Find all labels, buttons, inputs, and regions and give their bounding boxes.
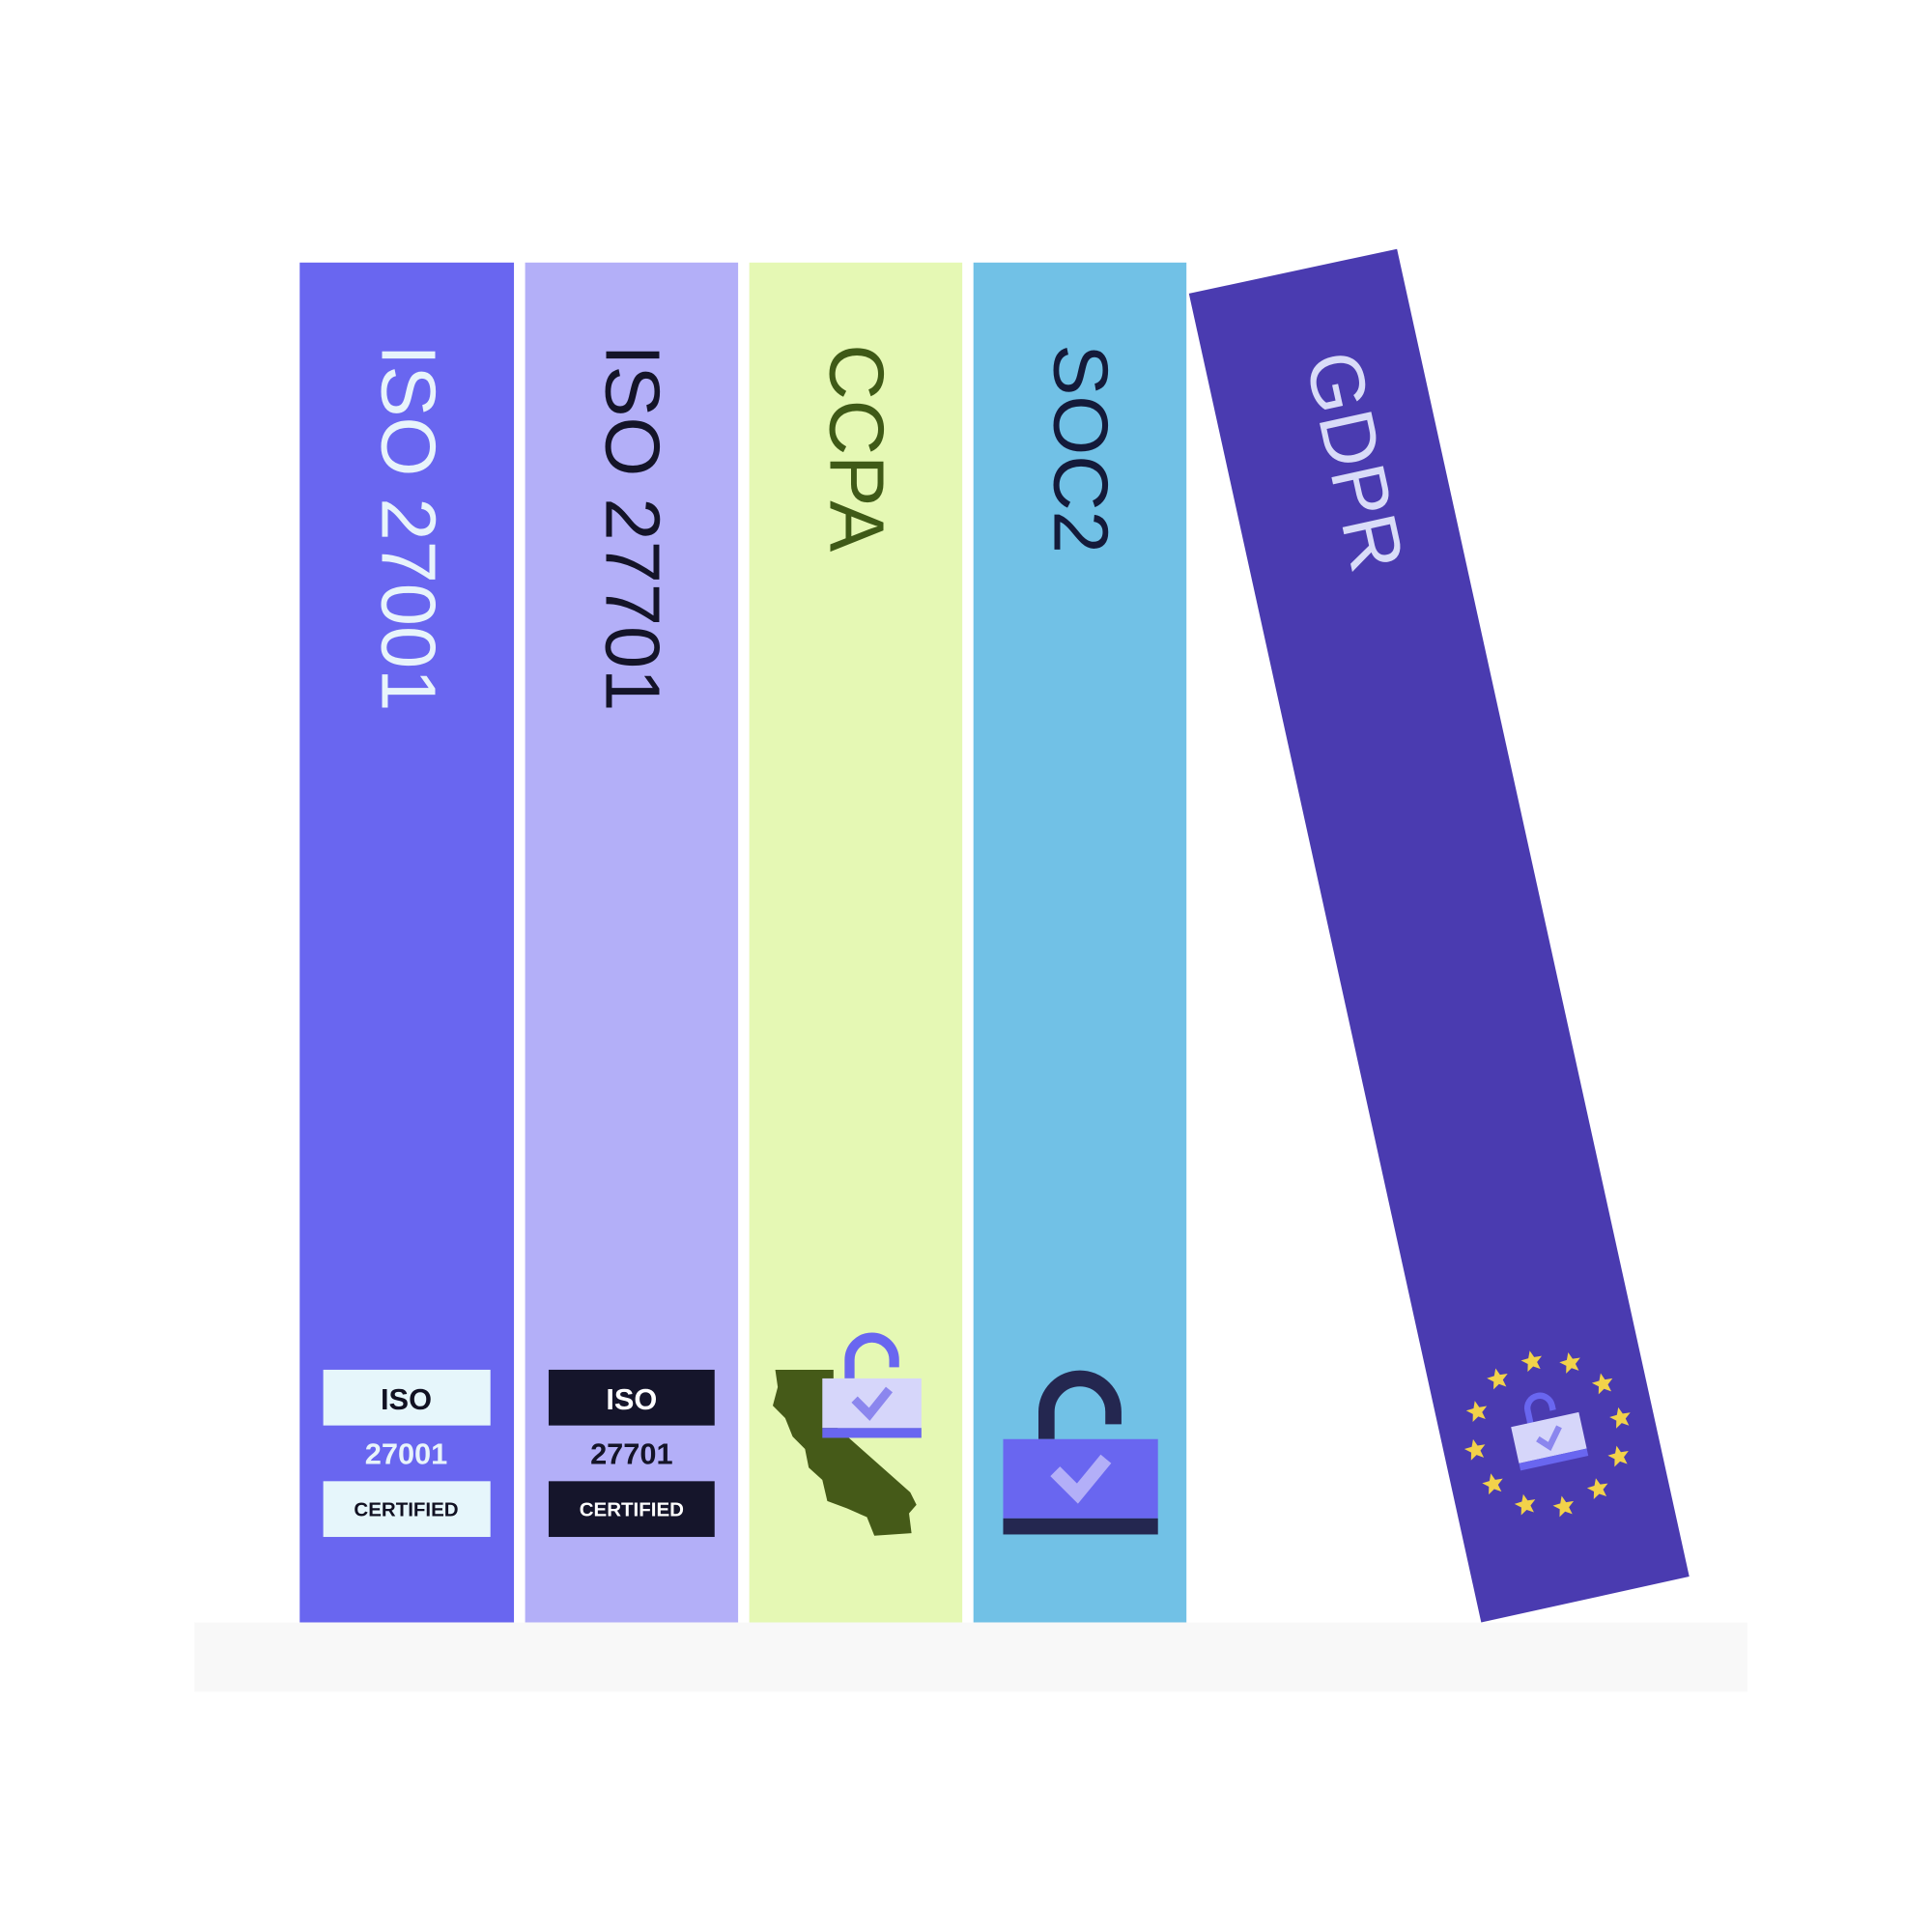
check-icon: [1536, 1425, 1562, 1452]
star-icon: [1463, 1438, 1486, 1461]
lock-base: [822, 1428, 922, 1438]
badge-bottom-text: CERTIFIED: [354, 1498, 458, 1520]
lock-shackle: [844, 1332, 899, 1378]
badge-number: 27001: [365, 1437, 448, 1471]
star-icon: [1482, 1473, 1503, 1495]
star-icon: [1559, 1351, 1580, 1374]
lock-shackle: [1523, 1392, 1556, 1424]
lock-body: [1003, 1438, 1158, 1519]
padlock-check-icon: [1003, 1370, 1158, 1535]
book-title: ISO 27001: [366, 344, 452, 711]
shelf: [194, 1622, 1747, 1692]
badge-number: 27701: [590, 1437, 673, 1471]
star-icon: [1514, 1493, 1536, 1516]
lock-shackle: [1038, 1370, 1122, 1439]
book-iso-27001: ISO 27001 ISO 27001 CERTIFIED: [299, 262, 515, 1623]
eu-stars: [1463, 1350, 1631, 1518]
book-title: ISO 27701: [590, 344, 676, 711]
book-spine: [1188, 248, 1690, 1623]
badge-box-bottom: [548, 1481, 715, 1538]
lock-body: [822, 1378, 922, 1429]
badge-box-top: [323, 1369, 491, 1426]
star-icon: [1607, 1445, 1629, 1467]
book-title: CCPA: [814, 344, 900, 552]
badge-top-text: ISO: [381, 1382, 432, 1416]
star-icon: [1609, 1406, 1631, 1429]
book-iso-27701: ISO 27701 ISO 27701 CERTIFIED: [525, 262, 739, 1623]
badge-top-text: ISO: [606, 1382, 657, 1416]
lock-base: [1519, 1448, 1589, 1471]
california-map-icon: [773, 1369, 917, 1536]
book-soc2: SOC2: [973, 262, 1187, 1623]
badge-box-bottom: [323, 1481, 491, 1538]
star-icon: [1552, 1495, 1575, 1518]
lock-base: [1003, 1518, 1158, 1535]
book-gdpr: GDPR: [1188, 248, 1690, 1623]
star-icon: [1586, 1478, 1608, 1499]
star-icon: [1487, 1368, 1508, 1390]
eu-stars-lock-icon: [1463, 1350, 1631, 1518]
book-ccpa: CCPA: [749, 262, 963, 1623]
book-title: SOC2: [1038, 344, 1124, 553]
check-icon: [851, 1386, 894, 1421]
check-icon: [1050, 1454, 1112, 1504]
california-lock-icon: [773, 1332, 922, 1536]
badge-box-top: [548, 1369, 715, 1426]
star-icon: [1591, 1373, 1613, 1395]
star-icon: [1465, 1401, 1488, 1422]
lock-body: [1511, 1411, 1587, 1463]
book-spine: [973, 262, 1187, 1623]
badge-bottom-text: CERTIFIED: [580, 1498, 684, 1520]
star-icon: [1520, 1350, 1543, 1373]
